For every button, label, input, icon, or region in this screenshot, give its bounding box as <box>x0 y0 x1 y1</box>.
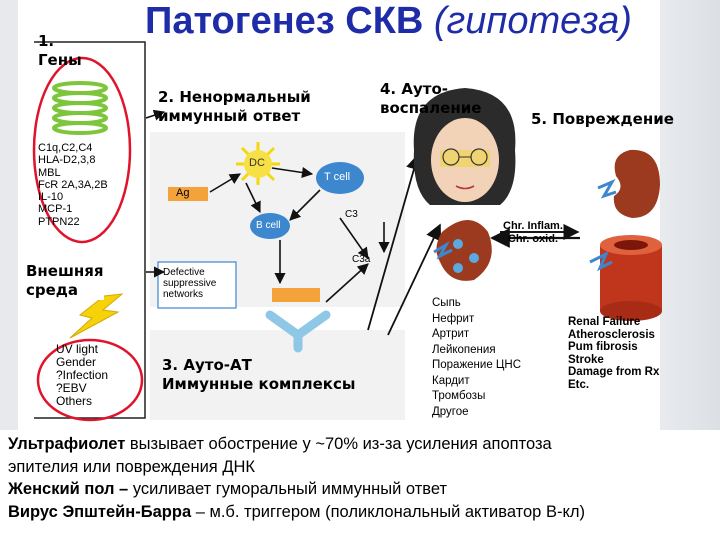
note-uv-bold: Ультрафиолет <box>8 435 126 453</box>
stage3-line1: 3. Ауто-АТ <box>162 356 252 374</box>
genes-list: C1q,C2,C4 HLA-D2,3,8 MBL FcR 2A,3A,2B IL… <box>38 142 108 228</box>
defective-box <box>157 261 237 309</box>
list-item: FcR 2A,3A,2B <box>38 178 108 191</box>
immune-complex-panel <box>150 330 405 420</box>
list-item: ?EBV <box>56 381 87 395</box>
c3a-label: C3a <box>352 254 371 265</box>
dc-sun-icon <box>236 142 280 185</box>
list-item: UV light <box>56 342 99 356</box>
list-item: MCP-1 <box>38 203 73 216</box>
list-item: Кардит <box>432 374 470 387</box>
title-italic: (гипотеза) <box>433 0 632 42</box>
environment-list: UV light Gender ?Infection ?EBV Others <box>56 343 108 408</box>
defective-line1: Defective <box>163 267 205 278</box>
list-item: Другое <box>432 405 469 418</box>
note-uv-cont: эпителия или повреждения ДНК <box>8 457 256 476</box>
blood-vessel-icon <box>589 235 662 321</box>
list-item: Stroke <box>568 353 604 366</box>
small-kidney-icon <box>433 220 492 281</box>
list-item: Нефрит <box>432 312 475 325</box>
diagram-canvas <box>32 41 662 422</box>
dna-icon <box>52 81 108 135</box>
damage-list: Renal Failure Atherosclerosis Pum fibros… <box>568 316 659 391</box>
list-item: Артрит <box>432 328 470 340</box>
left-bracket <box>34 41 146 419</box>
page-title: Патогенез СКВ (гипотеза) <box>145 0 632 43</box>
defective-label: Defective suppressive networks <box>163 267 216 300</box>
complement-bar <box>272 288 320 302</box>
chr-label: Chr. Inflam. Chr. oxid. <box>503 220 563 246</box>
stage3-line2: Иммунные комплексы <box>162 375 356 393</box>
stage4-label: 4. Ауто- воспаление <box>380 80 481 118</box>
list-item: C1q,C2,C4 <box>38 142 93 154</box>
stage2-line2: иммунный ответ <box>158 107 301 125</box>
environment-label-line2: среда <box>26 281 79 299</box>
genes-circle <box>32 56 132 244</box>
environment-label: Внешняя среда <box>26 262 104 300</box>
stage2-line1: 2. Ненормальный <box>158 88 311 106</box>
note-ebv-bold: Вирус Эпштейн-Барра <box>8 502 192 521</box>
note-gender-bold: Женский пол – <box>8 480 133 498</box>
stage4-line2: воспаление <box>380 99 482 117</box>
defective-line2: suppressive <box>163 278 217 289</box>
note-gender: Женский пол – усиливает гуморальный имму… <box>8 478 714 501</box>
symptoms-list: Сыпь Нефрит Артрит Лейкопения Поражение … <box>432 296 521 420</box>
list-item: HLA-D2,3,8 <box>38 154 96 167</box>
chr-line1: Chr. Inflam. <box>503 220 563 232</box>
stage5-label: 5. Повреждение <box>531 110 674 128</box>
genes-label-line2: Гены <box>38 51 82 69</box>
list-item: Поражение ЦНС <box>432 359 522 371</box>
genes-label: 1. Гены <box>38 32 82 70</box>
note-ebv-rest: – м.б. триггером (поликлональный активат… <box>191 502 585 521</box>
bcell-label: B cell <box>256 220 281 231</box>
list-item: Сыпь <box>432 297 461 309</box>
background-left-strip <box>0 0 18 430</box>
ag-label: Ag <box>176 187 190 199</box>
environment-circle <box>36 338 144 422</box>
list-item: PTPN22 <box>38 215 80 228</box>
list-item: Pum fibrosis <box>568 341 638 353</box>
note-gender-rest: усиливает гуморальный иммунный ответ <box>132 480 448 498</box>
background-strip <box>660 0 720 430</box>
dc-label: DC <box>249 157 265 169</box>
note-uv-rest: вызывает обострение у ~70% из-за усилени… <box>125 435 552 453</box>
note-ebv: Вирус Эпштейн-Барра – м.б. триггером (по… <box>8 501 714 524</box>
ag-box <box>168 187 208 201</box>
bottom-notes: Ультрафиолет вызывает обострение у ~70% … <box>8 433 714 523</box>
list-item: Gender <box>56 355 97 369</box>
list-item: Others <box>56 394 93 408</box>
note-uv: Ультрафиолет вызывает обострение у ~70% … <box>8 433 714 456</box>
bcell-icon <box>250 213 290 239</box>
lightning-icon <box>69 293 124 339</box>
kidney-icon <box>597 149 660 218</box>
antibody-icon <box>265 310 331 353</box>
environment-label-line1: Внешняя <box>26 262 104 280</box>
list-item: Лейкопения <box>432 343 496 356</box>
defective-line3: networks <box>163 289 204 300</box>
stage3-label: 3. Ауто-АТ Иммунные комплексы <box>162 356 355 394</box>
list-item: Renal Failure <box>568 316 641 328</box>
list-item: Etc. <box>568 378 590 391</box>
chr-line2: Chr. oxid. <box>507 233 559 245</box>
title-bold: Патогенез СКВ <box>145 0 424 42</box>
list-item: IL-10 <box>38 191 64 204</box>
tcell-icon <box>316 162 364 194</box>
face-icon <box>413 88 516 205</box>
list-item: MBL <box>38 166 61 179</box>
list-item: ?Infection <box>56 368 109 382</box>
list-item: Тромбозы <box>432 390 486 402</box>
tcell-label: T cell <box>324 171 351 183</box>
list-item: Atherosclerosis <box>568 328 655 341</box>
genes-label-line1: 1. <box>38 32 55 50</box>
stage4-line1: 4. Ауто- <box>380 80 448 98</box>
stage2-label: 2. Ненормальный иммунный ответ <box>158 88 311 126</box>
list-item: Damage from Rx <box>568 366 660 378</box>
c3-label: C3 <box>345 209 358 220</box>
